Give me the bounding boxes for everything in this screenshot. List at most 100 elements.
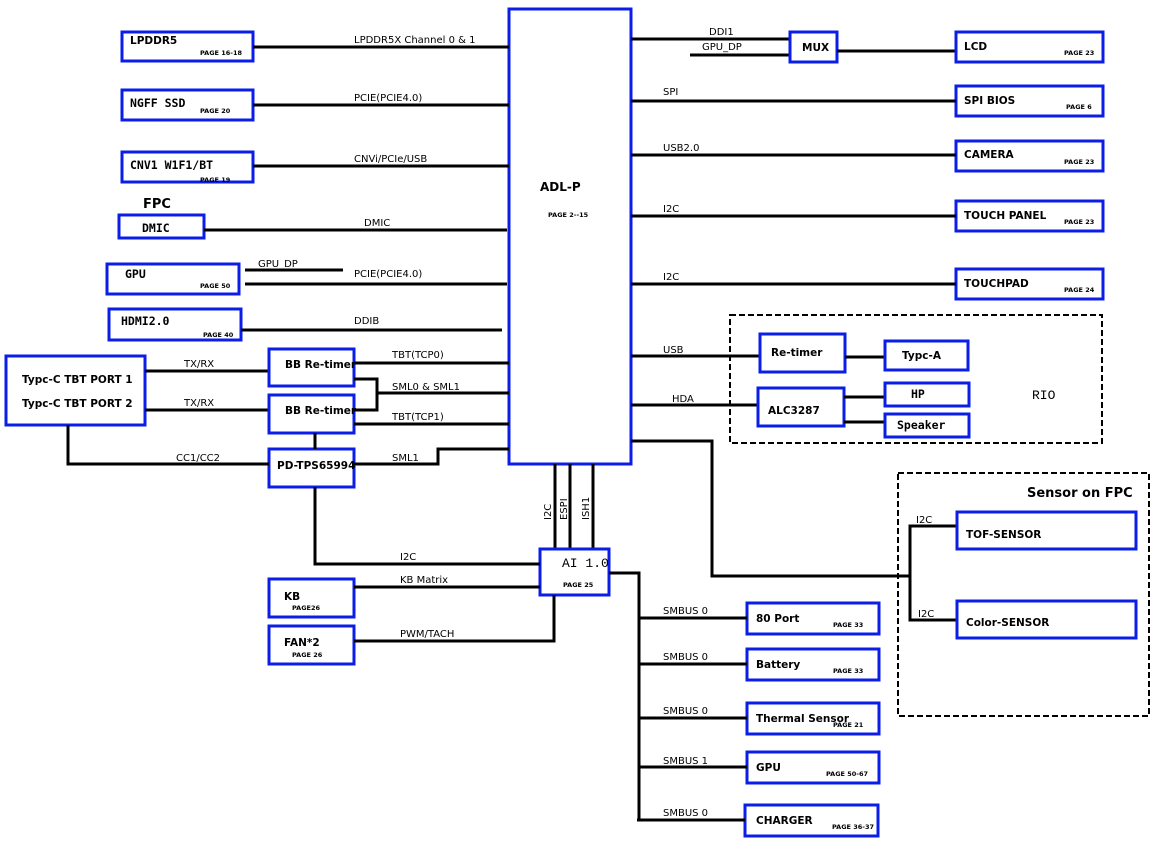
ngff-ssd-signal: PCIE(PCIE4.0) [354,93,422,104]
dmic-label: DMIC [142,221,170,235]
lpddr5-block[interactable]: LPDDR5 PAGE 16-18 [120,30,255,63]
sml-bridge-wire [354,377,379,412]
cpu-block[interactable]: ADL-P PAGE 2--15 [507,7,633,466]
smbus-device-label: 80 Port [756,613,799,625]
kb-block[interactable]: KB PAGE26 [267,577,356,619]
ec-espi-signal: ESPI [559,498,570,520]
fan-block[interactable]: FAN*2 PAGE 26 [267,624,356,666]
smbus-signal: SMBUS 0 [663,652,708,663]
smbus-signal: SMBUS 0 [663,706,708,717]
pd-controller-label: PD-TPS65994 [277,460,355,472]
usb2-signal: USB2.0 [663,143,699,154]
fan-wire [354,595,556,643]
touch-panel-page: PAGE 23 [1064,218,1094,226]
smbus-signal: SMBUS 0 [663,808,708,819]
lcd-label: LCD [964,41,987,53]
rio-group [729,314,1103,444]
tbt0-signal: TBT(TCP0) [391,350,444,361]
lpddr5-label: LPDDR5 [130,35,177,47]
txrx1-signal: TX/RX [183,359,214,370]
cnv-wifi-signal: CNVi/PCIe/USB [354,154,427,165]
kb-signal: KB Matrix [400,575,448,586]
ec-label: AI 1.0 [562,556,609,571]
smbus-device-page: PAGE 50-67 [826,770,868,778]
cc-wire [66,425,269,466]
camera-page: PAGE 23 [1064,158,1094,166]
sensor-fpc-group [897,472,1150,717]
cnv-wifi-page: PAGE 19 [200,176,231,184]
sml1-wire [354,447,509,466]
speaker-block[interactable]: Speaker [883,412,971,439]
dmic-block[interactable]: DMIC [117,213,206,240]
color-sensor-block[interactable]: Color-SENSOR [955,599,1138,640]
ec-page: PAGE 25 [563,581,594,589]
fpc-heading: FPC [143,197,171,212]
codec-block[interactable]: ALC3287 [756,386,846,428]
camera-block[interactable]: CAMERA PAGE 23 [954,139,1105,173]
touchpad-block[interactable]: TOUCHPAD PAGE 24 [954,267,1105,301]
smbus-device-label: Battery [756,659,800,671]
mux-block[interactable]: MUX [788,30,839,64]
mux-label: MUX [802,42,829,54]
smbus-device-gpu[interactable]: GPU PAGE 50-67 [745,750,881,785]
bb-retimer-1-block[interactable]: BB Re-timer [267,347,357,388]
txrx2-signal: TX/RX [183,398,214,409]
ngff-ssd-block[interactable]: NGFF SSD PAGE 20 [120,88,255,122]
typec-port1-label: Typc-C TBT PORT 1 [22,374,133,386]
smbus-device-label: GPU [756,762,781,774]
fan-label: FAN*2 [284,637,320,649]
spi-bios-block[interactable]: SPI BIOS PAGE 6 [954,84,1105,118]
sensor-fpc-title: Sensor on FPC [1027,486,1133,501]
smbus-device-charger[interactable]: CHARGER PAGE 36-37 [743,803,880,838]
smbus-signal: SMBUS 0 [663,606,708,617]
bb-retimer-2-block[interactable]: BB Re-timer [267,393,357,435]
hdmi-page: PAGE 40 [203,331,234,339]
cnv-wifi-label: CNV1 W1F1/BT [130,158,213,172]
smbus-signal: SMBUS 1 [663,756,708,767]
smbus-device-thermal-sensor[interactable]: Thermal Sensor PAGE 21 [745,701,881,736]
ngff-ssd-page: PAGE 20 [200,107,231,115]
hdmi-label: HDMI2.0 [121,314,170,328]
gpu-block[interactable]: GPU PAGE 50 [105,262,241,296]
codec-label: ALC3287 [768,405,820,417]
smbus-trunk-wire [609,571,641,820]
color-i2c-signal: I2C [918,609,934,620]
tbt1-signal: TBT(TCP1) [391,412,444,423]
cnv-wifi-block[interactable]: CNV1 W1F1/BT PAGE 19 [120,150,255,184]
touch-panel-block[interactable]: TOUCH PANEL PAGE 23 [954,199,1105,233]
pd-controller-block[interactable]: PD-TPS65994 [267,447,356,489]
gpu-pcie-signal: PCIE(PCIE4.0) [354,269,422,280]
tof-sensor-block[interactable]: TOF-SENSOR [955,510,1138,551]
hdmi-signal: DDIB [354,316,379,327]
smbus-device-page: PAGE 21 [833,721,864,729]
speaker-label: Speaker [897,418,946,432]
touch-panel-label: TOUCH PANEL [964,210,1047,222]
typec-port-block[interactable]: Typc-C TBT PORT 1 Typc-C TBT PORT 2 [4,354,147,427]
pd-i2c-signal: I2C [400,552,416,563]
hdmi-block[interactable]: HDMI2.0 PAGE 40 [107,307,243,342]
rio-retimer-label: Re-timer [771,347,823,359]
bb-retimer-2-label: BB Re-timer [285,405,357,417]
cc-signal: CC1/CC2 [176,453,220,464]
sml01-signal: SML0 & SML1 [392,382,460,393]
sensor-branch-wire [908,524,957,622]
tof-i2c-signal: I2C [916,515,932,526]
rio-retimer-block[interactable]: Re-timer [758,332,847,374]
lcd-page: PAGE 23 [1064,49,1094,57]
hp-block[interactable]: HP [883,381,971,408]
lpddr5-page: PAGE 16-18 [200,49,243,57]
smbus-device-battery[interactable]: Battery PAGE 33 [745,647,881,682]
lcd-block[interactable]: LCD PAGE 23 [954,30,1105,64]
typea-block[interactable]: Typc-A [883,339,970,372]
color-sensor-label: Color-SENSOR [966,617,1049,629]
hp-label: HP [911,387,925,401]
tof-sensor-label: TOF-SENSOR [966,529,1041,541]
ec-block[interactable]: AI 1.0 PAGE 25 [538,547,611,597]
smbus-device-page: PAGE 33 [833,667,863,675]
smbus-device-80-port[interactable]: 80 Port PAGE 33 [745,601,881,636]
sml1-signal: SML1 [392,453,419,464]
ddi1-signal: DDI1 [709,27,734,38]
ec-ish-signal: ISH1 [581,497,592,520]
typec-port2-label: Typc-C TBT PORT 2 [22,398,133,410]
